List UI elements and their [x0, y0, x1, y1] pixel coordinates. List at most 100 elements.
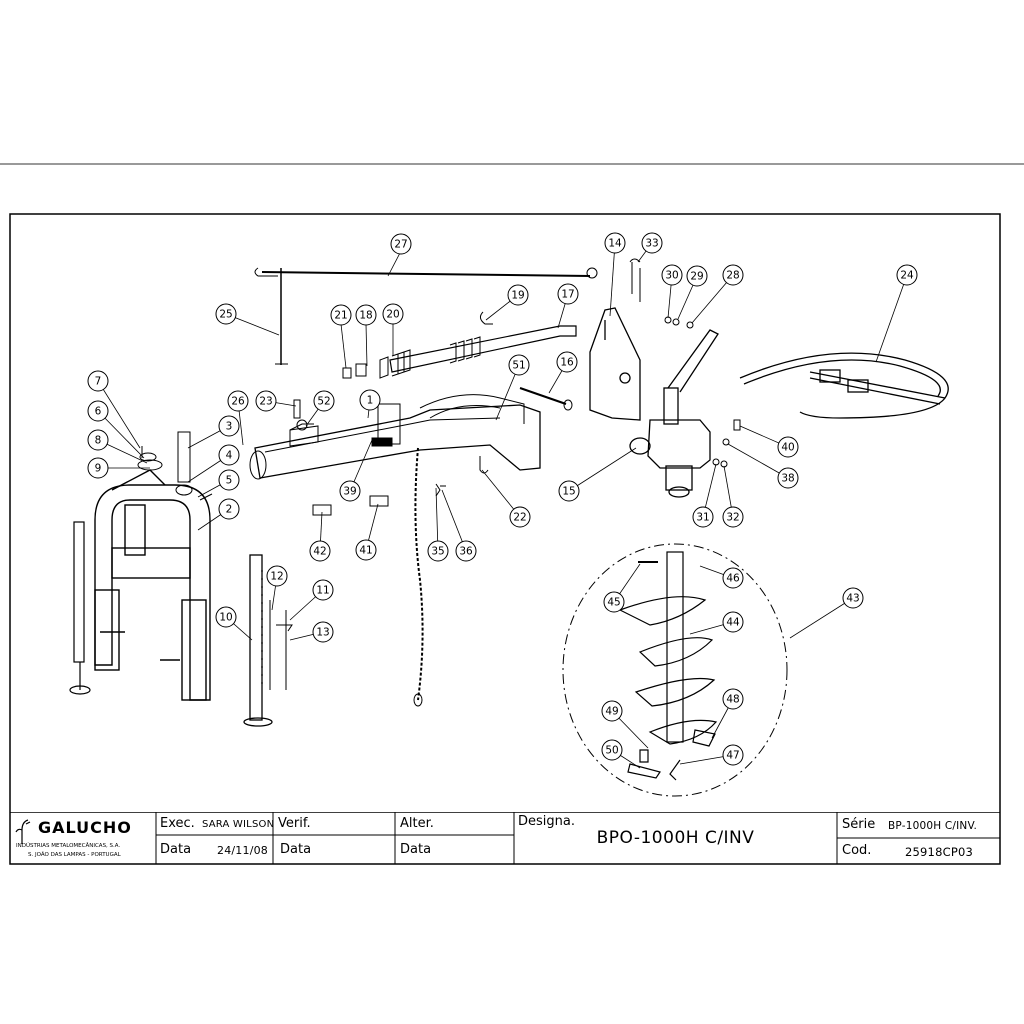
callout-number: 11 — [316, 585, 329, 597]
callout-33: 33 — [641, 232, 663, 254]
callout-number: 16 — [560, 357, 574, 369]
callout-24: 24 — [896, 264, 918, 286]
callout-10: 10 — [215, 606, 237, 628]
callout-number: 3 — [226, 421, 233, 433]
callout-number: 28 — [726, 270, 739, 282]
parts-3-4-5-pin — [175, 431, 213, 501]
part-28-nut — [686, 321, 694, 329]
alter-data-label: Data — [400, 842, 432, 857]
callout-number: 27 — [394, 239, 407, 251]
callout-circle — [218, 444, 240, 466]
part-stand-leg — [69, 521, 91, 695]
callout-circle — [218, 498, 240, 520]
callout-number: 33 — [645, 238, 658, 250]
callout-44: 44 — [722, 611, 744, 633]
verif-label: Verif. — [278, 816, 311, 831]
callout-48: 48 — [722, 688, 744, 710]
callout-6: 6 — [87, 400, 109, 422]
callout-51: 51 — [508, 354, 530, 376]
callout-17: 17 — [557, 283, 579, 305]
callout-circle — [312, 579, 334, 601]
callout-number: 30 — [665, 270, 678, 282]
callout-circle — [355, 304, 377, 326]
callout-number: 22 — [513, 512, 526, 524]
callout-11: 11 — [312, 579, 334, 601]
callout-circle — [455, 540, 477, 562]
callout-number: 31 — [696, 512, 709, 524]
callout-circle — [777, 467, 799, 489]
designation-value: BPO-1000H C/INV — [596, 828, 755, 848]
callout-circle — [601, 739, 623, 761]
parts-11-12-13-rods — [269, 600, 293, 690]
callout-49: 49 — [601, 700, 623, 722]
callout-39: 39 — [339, 480, 361, 502]
part-chain — [413, 447, 424, 707]
parts-7-8-9-bushing — [137, 446, 163, 471]
callout-number: 10 — [219, 612, 232, 624]
callout-23: 23 — [255, 390, 277, 412]
exec-data-value: 24/11/08 — [217, 844, 269, 857]
callout-circle — [255, 390, 277, 412]
callout-13: 13 — [312, 621, 334, 643]
callout-circle — [87, 370, 109, 392]
part-41-plate — [369, 495, 389, 507]
callout-number: 7 — [95, 376, 102, 388]
callout-1: 1 — [359, 389, 381, 411]
callout-number: 12 — [270, 571, 283, 583]
exec-data-label: Data — [160, 842, 192, 857]
callout-52: 52 — [313, 390, 335, 412]
callout-35: 35 — [427, 540, 449, 562]
callout-45: 45 — [603, 591, 625, 613]
callout-number: 21 — [334, 310, 347, 322]
callout-number: 26 — [231, 396, 245, 408]
callout-number: 2 — [226, 504, 233, 516]
callout-number: 36 — [459, 546, 473, 558]
callout-number: 52 — [317, 396, 330, 408]
drawing-frame — [9, 213, 1001, 865]
callout-number: 42 — [313, 546, 326, 558]
callout-circle — [896, 264, 918, 286]
callout-8: 8 — [87, 429, 109, 451]
callout-circle — [722, 506, 744, 528]
callout-circle — [722, 744, 744, 766]
callout-number: 4 — [226, 450, 233, 462]
callout-circle — [842, 587, 864, 609]
callout-2: 2 — [218, 498, 240, 520]
callout-circle — [509, 506, 531, 528]
callout-30: 30 — [661, 264, 683, 286]
company-address-line1: INDÚSTRIAS METALOMECÂNICAS, S.A. — [16, 843, 121, 849]
callout-number: 6 — [95, 406, 102, 418]
callout-circle — [266, 565, 288, 587]
callout-number: 5 — [226, 475, 233, 487]
part-43-auger-boundary — [562, 543, 788, 797]
part-24-ring-guard — [739, 352, 949, 419]
callout-number: 32 — [726, 512, 739, 524]
callout-bubbles: 1234567891011121314151617181920212223242… — [87, 232, 918, 766]
callout-circle — [603, 591, 625, 613]
callout-32: 32 — [722, 506, 744, 528]
cod-value: 25918CP03 — [905, 845, 973, 859]
callout-circle — [686, 265, 708, 287]
verif-data-label: Data — [280, 842, 312, 857]
callout-number: 41 — [359, 545, 372, 557]
callout-circle — [722, 264, 744, 286]
callout-29: 29 — [686, 265, 708, 287]
callout-circle — [558, 480, 580, 502]
callout-number: 29 — [690, 271, 703, 283]
callout-number: 35 — [431, 546, 444, 558]
callout-circle — [339, 480, 361, 502]
part-22-clip — [479, 456, 489, 474]
callout-number: 49 — [605, 706, 618, 718]
company-logo: GALUCHO INDÚSTRIAS METALOMECÂNICAS, S.A.… — [14, 816, 154, 862]
callout-circle — [87, 400, 109, 422]
callout-26: 26 — [227, 390, 249, 412]
serie-label: Série — [842, 817, 876, 832]
callout-number: 44 — [726, 617, 740, 629]
callout-circle — [661, 264, 683, 286]
callout-50: 50 — [601, 739, 623, 761]
callout-circle — [227, 390, 249, 412]
callout-number: 9 — [95, 463, 102, 475]
callout-43: 43 — [842, 587, 864, 609]
part-14-bracket — [589, 307, 641, 421]
callout-circle — [215, 303, 237, 325]
